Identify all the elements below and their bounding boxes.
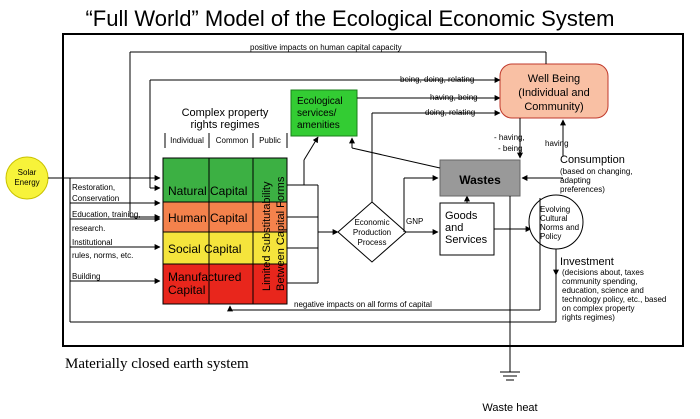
goods-label-1: Goods — [445, 210, 478, 222]
investment-desc-4: technology policy, etc., based — [562, 295, 666, 304]
solar-label-1: Solar — [18, 168, 37, 177]
substitutability-label-1: Limited Substitutability — [261, 181, 273, 291]
social-capital-block — [163, 232, 287, 264]
property-individual: Individual — [170, 136, 204, 145]
input-education: Education, training, — [72, 210, 141, 219]
diagram-title: “Full World” Model of the Ecological Eco… — [85, 6, 614, 31]
culture-label-3: Norms and — [540, 223, 579, 232]
solar-label-2: Energy — [14, 178, 39, 187]
having-being-label: having, being — [430, 93, 478, 102]
being-dash-label: - being — [498, 144, 522, 153]
having-label: having — [545, 139, 569, 148]
property-title-1: Complex property — [182, 107, 269, 119]
manufactured-capital-block — [163, 264, 287, 304]
consumption-title: Consumption — [560, 154, 625, 166]
substitutability-label-2: Between Capital Forms — [275, 176, 287, 291]
input-rules: rules, norms, etc. — [72, 251, 133, 260]
negative-impacts-label: negative impacts on all forms of capital — [294, 300, 432, 309]
human-capital-label: Human Capital — [168, 211, 247, 225]
goods-label-2: and — [445, 222, 463, 234]
investment-desc-5: on complex property — [562, 304, 634, 313]
ecological-services-box — [290, 89, 358, 137]
investment-desc-3: education, science and — [562, 286, 644, 295]
social-capital-label: Social Capital — [168, 242, 241, 256]
investment-desc-6: rights regimes) — [562, 313, 615, 322]
production-process-diamond — [337, 201, 407, 263]
culture-label-1: Evolving — [540, 205, 570, 214]
natural-capital-block — [163, 158, 287, 202]
property-title-2: rights regimes — [190, 119, 260, 131]
positive-impacts-label: positive impacts on human capital capaci… — [250, 43, 402, 52]
investment-desc-2: community spending, — [562, 277, 638, 286]
wastes-box — [439, 159, 521, 197]
production-label-3: Process — [358, 238, 387, 247]
input-building: Building — [72, 272, 100, 281]
culture-label-4: Policy — [540, 232, 561, 241]
input-restoration: Restoration, — [72, 183, 115, 192]
consumption-desc-2: adapting — [560, 176, 591, 185]
production-label-1: Economic — [354, 218, 389, 227]
wellbeing-label-3: Community) — [524, 101, 583, 113]
wellbeing-label-1: Well Being — [528, 73, 580, 85]
input-research: research. — [72, 224, 105, 233]
manufactured-capital-label-1: Manufactured — [168, 270, 241, 284]
eco-label-1: Ecological — [297, 96, 343, 107]
manufactured-capital-label-2: Capital — [168, 283, 205, 297]
human-capital-block — [163, 202, 287, 232]
eco-label-3: amenities — [297, 120, 340, 131]
gnp-label: GNP — [406, 217, 423, 226]
property-common: Common — [216, 136, 248, 145]
goods-label-3: Services — [445, 234, 488, 246]
input-conservation: Conservation — [72, 194, 119, 203]
being-doing-label: being, doing, relating — [400, 75, 474, 84]
consumption-desc-1: (based on changing, — [560, 167, 633, 176]
well-being-box — [499, 63, 609, 119]
production-label-2: Production — [353, 228, 391, 237]
eco-label-2: services/ — [297, 108, 337, 119]
input-institutional: Institutional — [72, 238, 113, 247]
wastes-label: Wastes — [459, 173, 501, 187]
culture-label-2: Cultural — [540, 214, 568, 223]
doing-relating-label: doing, relating — [425, 108, 475, 117]
consumption-desc-3: preferences) — [560, 185, 605, 194]
having-dash-label: - having, — [494, 133, 525, 142]
goods-services-box — [439, 202, 495, 256]
natural-capital-label: Natural Capital — [168, 184, 247, 198]
earth-boundary — [62, 33, 684, 347]
property-public: Public — [259, 136, 281, 145]
wellbeing-label-2: (Individual and — [518, 87, 590, 99]
boundary-label: Materially closed earth system — [65, 356, 249, 372]
investment-title: Investment — [560, 256, 614, 268]
waste-heat-label: Waste heat — [482, 402, 537, 414]
investment-desc-1: (decisions about, taxes — [562, 268, 644, 277]
